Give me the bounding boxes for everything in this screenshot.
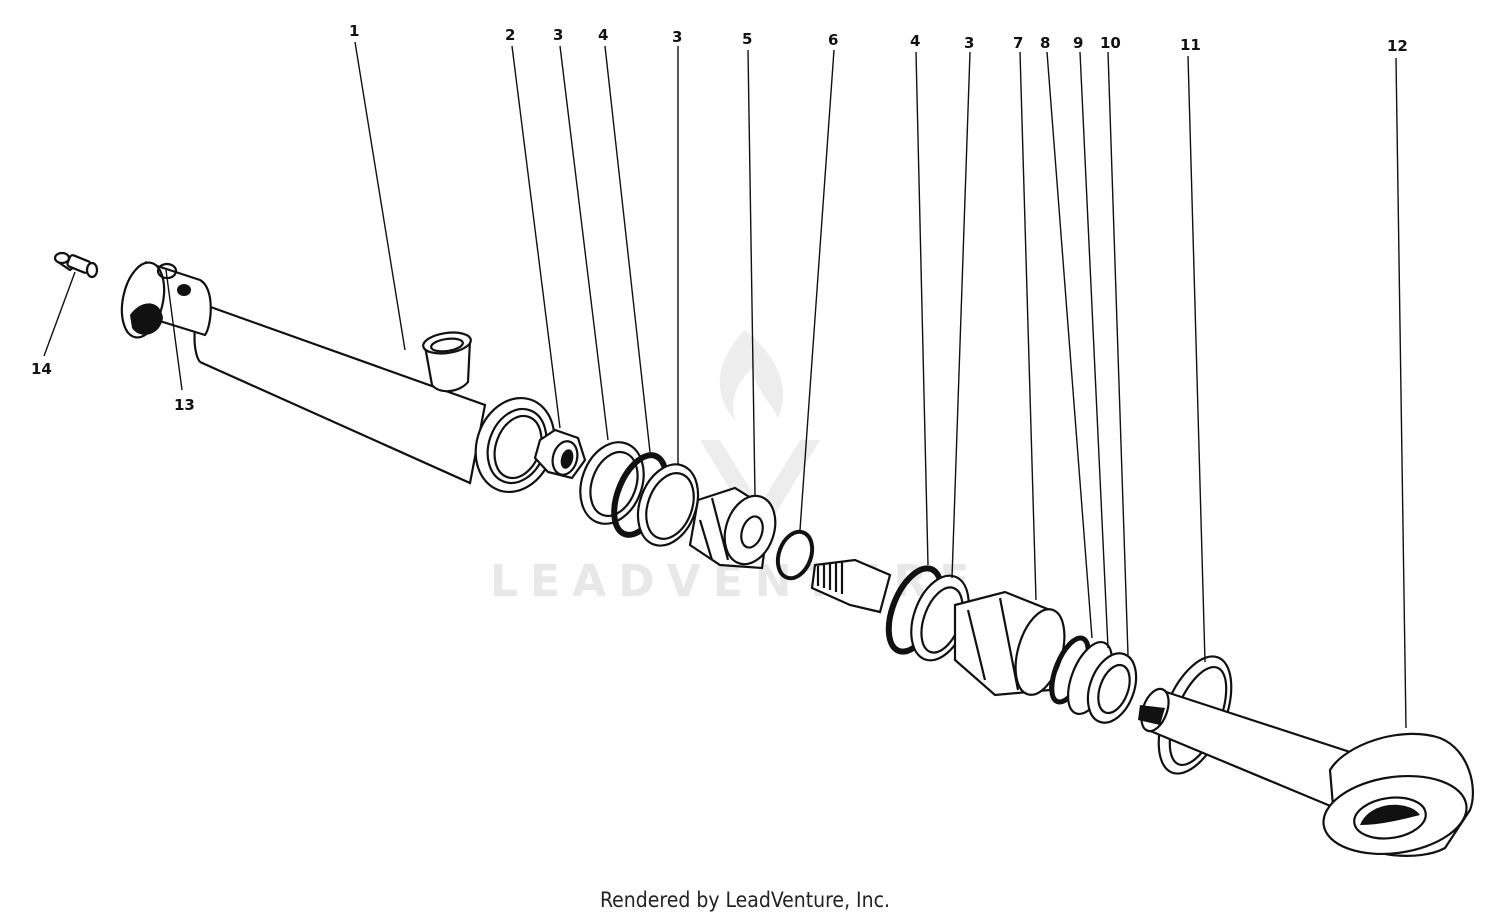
callout-6: 6 [828,31,838,49]
part-3-washer-b [636,463,700,547]
leader-3c [951,51,971,579]
leader-7 [1019,51,1037,601]
leader-2 [511,45,561,429]
callout-7: 7 [1013,34,1023,52]
leader-9 [1079,51,1109,649]
callout-11: 11 [1180,36,1201,54]
footer-credit: Rendered by LeadVenture, Inc. [600,888,890,912]
callout-10: 10 [1100,34,1121,52]
leader-lines [43,41,1407,729]
callout-3b: 3 [672,28,682,46]
callout-2: 2 [505,26,515,44]
leader-3a [559,45,609,441]
part-7-piston [953,590,1066,697]
part-1-cylinder-barrel [120,260,556,494]
part-14-grease-fitting [53,251,99,279]
callout-4b: 4 [910,32,920,50]
leader-8 [1046,51,1093,639]
callout-9: 9 [1073,34,1083,52]
leader-6 [799,49,835,531]
callout-12: 12 [1387,37,1408,55]
leader-4b [915,51,929,566]
callout-8: 8 [1040,34,1050,52]
part-10-piston-nut [1086,652,1138,724]
leader-1 [354,41,406,351]
part-2-nut [533,428,587,480]
leader-14 [43,271,76,357]
watermark-flame-icon [719,330,784,420]
callout-5: 5 [742,30,752,48]
leader-11 [1187,55,1206,663]
part-5-gland [688,486,777,570]
part-6-oring [775,529,815,581]
leader-10 [1107,51,1129,656]
watermark-v-icon [700,440,820,540]
callout-4a: 4 [598,26,608,44]
callout-3c: 3 [964,34,974,52]
leader-12 [1395,57,1407,729]
piston-rod-thread [810,558,892,614]
callout-labels: 1 2 3 4 3 5 6 4 3 7 8 9 10 11 12 13 14 [31,22,1408,414]
callout-13: 13 [174,396,195,414]
part-12-rod-eye [1138,687,1474,857]
callout-14: 14 [31,360,52,378]
leader-4a [604,45,651,453]
part-3-washer-a [579,441,645,525]
leader-5 [747,49,756,497]
callout-3a: 3 [553,26,563,44]
callout-1: 1 [349,22,359,40]
leader-13 [165,269,183,391]
